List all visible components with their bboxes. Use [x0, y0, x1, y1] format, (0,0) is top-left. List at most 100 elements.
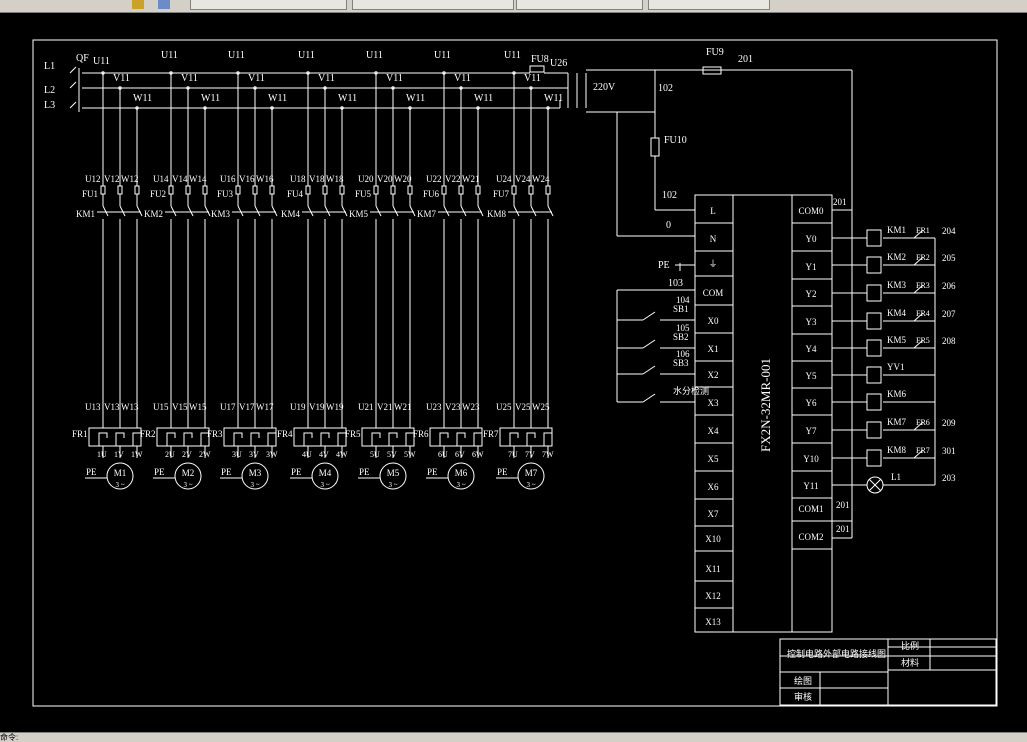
qf-contact	[69, 66, 77, 74]
thermal-element	[250, 432, 260, 446]
output-node-label: 301	[942, 446, 956, 456]
terminal-label: U12	[85, 174, 101, 184]
motor-6	[447, 462, 475, 490]
output-node-label: 206	[942, 281, 956, 291]
plc	[694, 194, 833, 633]
terminal-label: W13	[121, 402, 139, 412]
terminal-label: V15	[172, 402, 188, 412]
input-node-label: 105	[676, 323, 690, 333]
terminal-label: U20	[358, 174, 374, 184]
toolbar-dropdown-2[interactable]	[352, 0, 514, 10]
terminal-label: U23	[426, 402, 442, 412]
coil	[866, 256, 882, 274]
terminal-label: W21	[394, 402, 412, 412]
thermal-element	[388, 432, 398, 446]
pe-ground-label: PE	[658, 260, 670, 271]
motor-label: M7	[525, 468, 538, 478]
contactor-contact	[460, 205, 467, 217]
material-label: 材料	[901, 657, 919, 668]
toolbar-dropdown-4[interactable]	[648, 0, 770, 10]
phase-label-l2: L2	[44, 85, 55, 96]
thermal-element	[473, 432, 483, 446]
coil	[866, 229, 882, 247]
plc-input-X10: X10	[705, 534, 721, 544]
push-button	[642, 339, 656, 349]
terminal-label: W14	[189, 174, 207, 184]
motor-label: M5	[387, 468, 400, 478]
command-line[interactable]: 命令:	[0, 732, 1027, 742]
contactor-label: KM5	[349, 209, 369, 219]
input-device-label: SB3	[673, 358, 689, 368]
coil-label: KM6	[887, 389, 907, 399]
fuse-label: FU6	[423, 189, 440, 199]
input-node-label: 106	[676, 349, 690, 359]
terminal-label: V18	[309, 174, 325, 184]
motor-phase-label: 3 ~	[115, 481, 124, 489]
terminal-label: V19	[309, 402, 325, 412]
plc-output-Y4: Y4	[806, 344, 817, 354]
output-node-label: 209	[942, 418, 956, 428]
output-node-label: 204	[942, 226, 956, 236]
fuse-label: FU7	[493, 189, 510, 199]
com-node-label: 201	[836, 500, 850, 510]
plc-input-⏚: ⏚	[708, 259, 717, 269]
bus-u-label: U11	[366, 50, 383, 61]
fuse	[458, 185, 464, 195]
qf-contact	[69, 101, 77, 109]
review-label: 审核	[794, 691, 812, 702]
terminal-label: V16	[239, 174, 255, 184]
node-0: 0	[666, 220, 671, 231]
fuse	[373, 185, 379, 195]
drawing-title: 控制电路外部电路接线图	[787, 648, 886, 659]
output-node-label: 203	[942, 473, 956, 483]
fuse	[185, 185, 191, 195]
plc-model-label: FX2N-32MR-001	[758, 358, 773, 452]
toolbar-dropdown-3[interactable]	[516, 0, 643, 10]
motor-terminal: 6W	[472, 450, 484, 459]
contactor-contact	[392, 205, 399, 217]
thermal-element	[439, 432, 449, 446]
plc-input-X5: X5	[708, 454, 719, 464]
thermal-element	[166, 432, 176, 446]
terminal-label: U22	[426, 174, 442, 184]
motor-terminal: 4V	[319, 450, 329, 459]
fr-contact	[913, 256, 924, 266]
toolbar-dropdown-1[interactable]	[190, 0, 347, 10]
contactor-label: KM7	[417, 209, 437, 219]
plc-input-X2: X2	[708, 370, 719, 380]
coil-label: KM8	[887, 445, 907, 455]
drawn-label: 绘图	[794, 675, 812, 686]
layer-icon[interactable]	[158, 0, 170, 9]
fr-contact	[913, 229, 924, 239]
bus-v-label: V11	[113, 73, 130, 84]
coil	[866, 339, 882, 357]
terminal-label: U13	[85, 402, 101, 412]
coil-label: KM4	[887, 308, 907, 318]
fuse-label: FU2	[150, 189, 166, 199]
contactor-contact	[271, 205, 278, 217]
folder-icon[interactable]	[132, 0, 144, 9]
pe-label: PE	[427, 467, 438, 477]
coil-label: KM7	[887, 417, 907, 427]
plc-output-Y6: Y6	[806, 398, 817, 408]
motor-terminal: 4W	[336, 450, 348, 459]
thermal-relay-label: FR6	[413, 429, 429, 439]
thermal-relay-label: FR1	[72, 429, 88, 439]
fuse	[168, 185, 174, 195]
thermal-element	[509, 432, 519, 446]
terminal-label: W19	[326, 402, 344, 412]
lamp-cross	[868, 478, 882, 492]
input-device-label: SB2	[673, 332, 689, 342]
fuse	[134, 185, 140, 195]
fuse	[252, 185, 258, 195]
contactor-label: KM1	[76, 209, 95, 219]
fuse	[475, 185, 481, 195]
terminal-label: V25	[515, 402, 531, 412]
input-device-label: SB1	[673, 304, 689, 314]
thermal-relay-label: FR5	[345, 429, 361, 439]
thermal-element	[526, 432, 536, 446]
terminal-label: W12	[121, 174, 139, 184]
thermal-element	[233, 432, 243, 446]
terminal-label: W21	[462, 174, 480, 184]
